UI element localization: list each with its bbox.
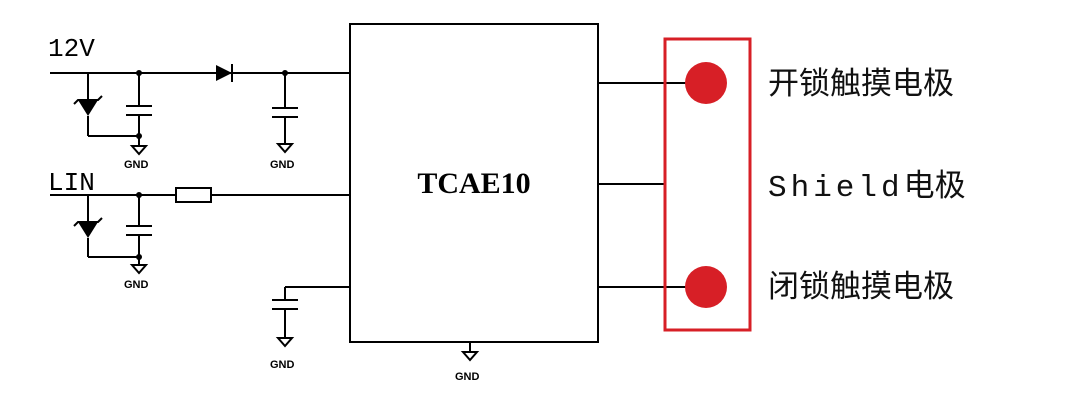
shield-label-cjk: 电极 xyxy=(904,168,966,204)
capacitor-12v-filter xyxy=(272,70,298,144)
close-electrode-dot xyxy=(685,266,727,308)
shield-electrode-label: Shield电极 xyxy=(768,168,966,206)
electrode-box xyxy=(663,37,752,332)
ground-label: GND xyxy=(455,371,480,383)
open-electrode-label: 开锁触摸电极 xyxy=(768,66,954,102)
lin-resistor xyxy=(175,187,212,203)
power-rail-label: 12V xyxy=(48,34,95,64)
capacitor-ic-bypass xyxy=(272,286,350,338)
ground-symbol: GND xyxy=(124,264,149,291)
close-electrode-label: 闭锁触摸电极 xyxy=(768,269,954,305)
ic-name-label: TCAE10 xyxy=(417,167,530,200)
series-diode xyxy=(216,64,233,82)
ground-label: GND xyxy=(124,159,149,171)
capacitor-lin xyxy=(126,192,152,265)
ground-symbol: GND xyxy=(270,143,295,171)
shield-label-latin: Shield xyxy=(768,171,904,206)
capacitor-12v-input xyxy=(126,70,152,146)
lin-rail-label: LIN xyxy=(48,168,95,198)
ground-symbol: GND xyxy=(124,145,149,171)
open-electrode-dot xyxy=(685,62,727,104)
tvs-diode-lin xyxy=(73,195,139,258)
ground-label: GND xyxy=(270,359,295,371)
ground-label: GND xyxy=(270,159,295,171)
ground-label: GND xyxy=(124,279,149,291)
ground-symbol: GND xyxy=(270,337,295,371)
ground-symbol: GND xyxy=(455,342,480,383)
tvs-diode-12v xyxy=(73,73,139,137)
